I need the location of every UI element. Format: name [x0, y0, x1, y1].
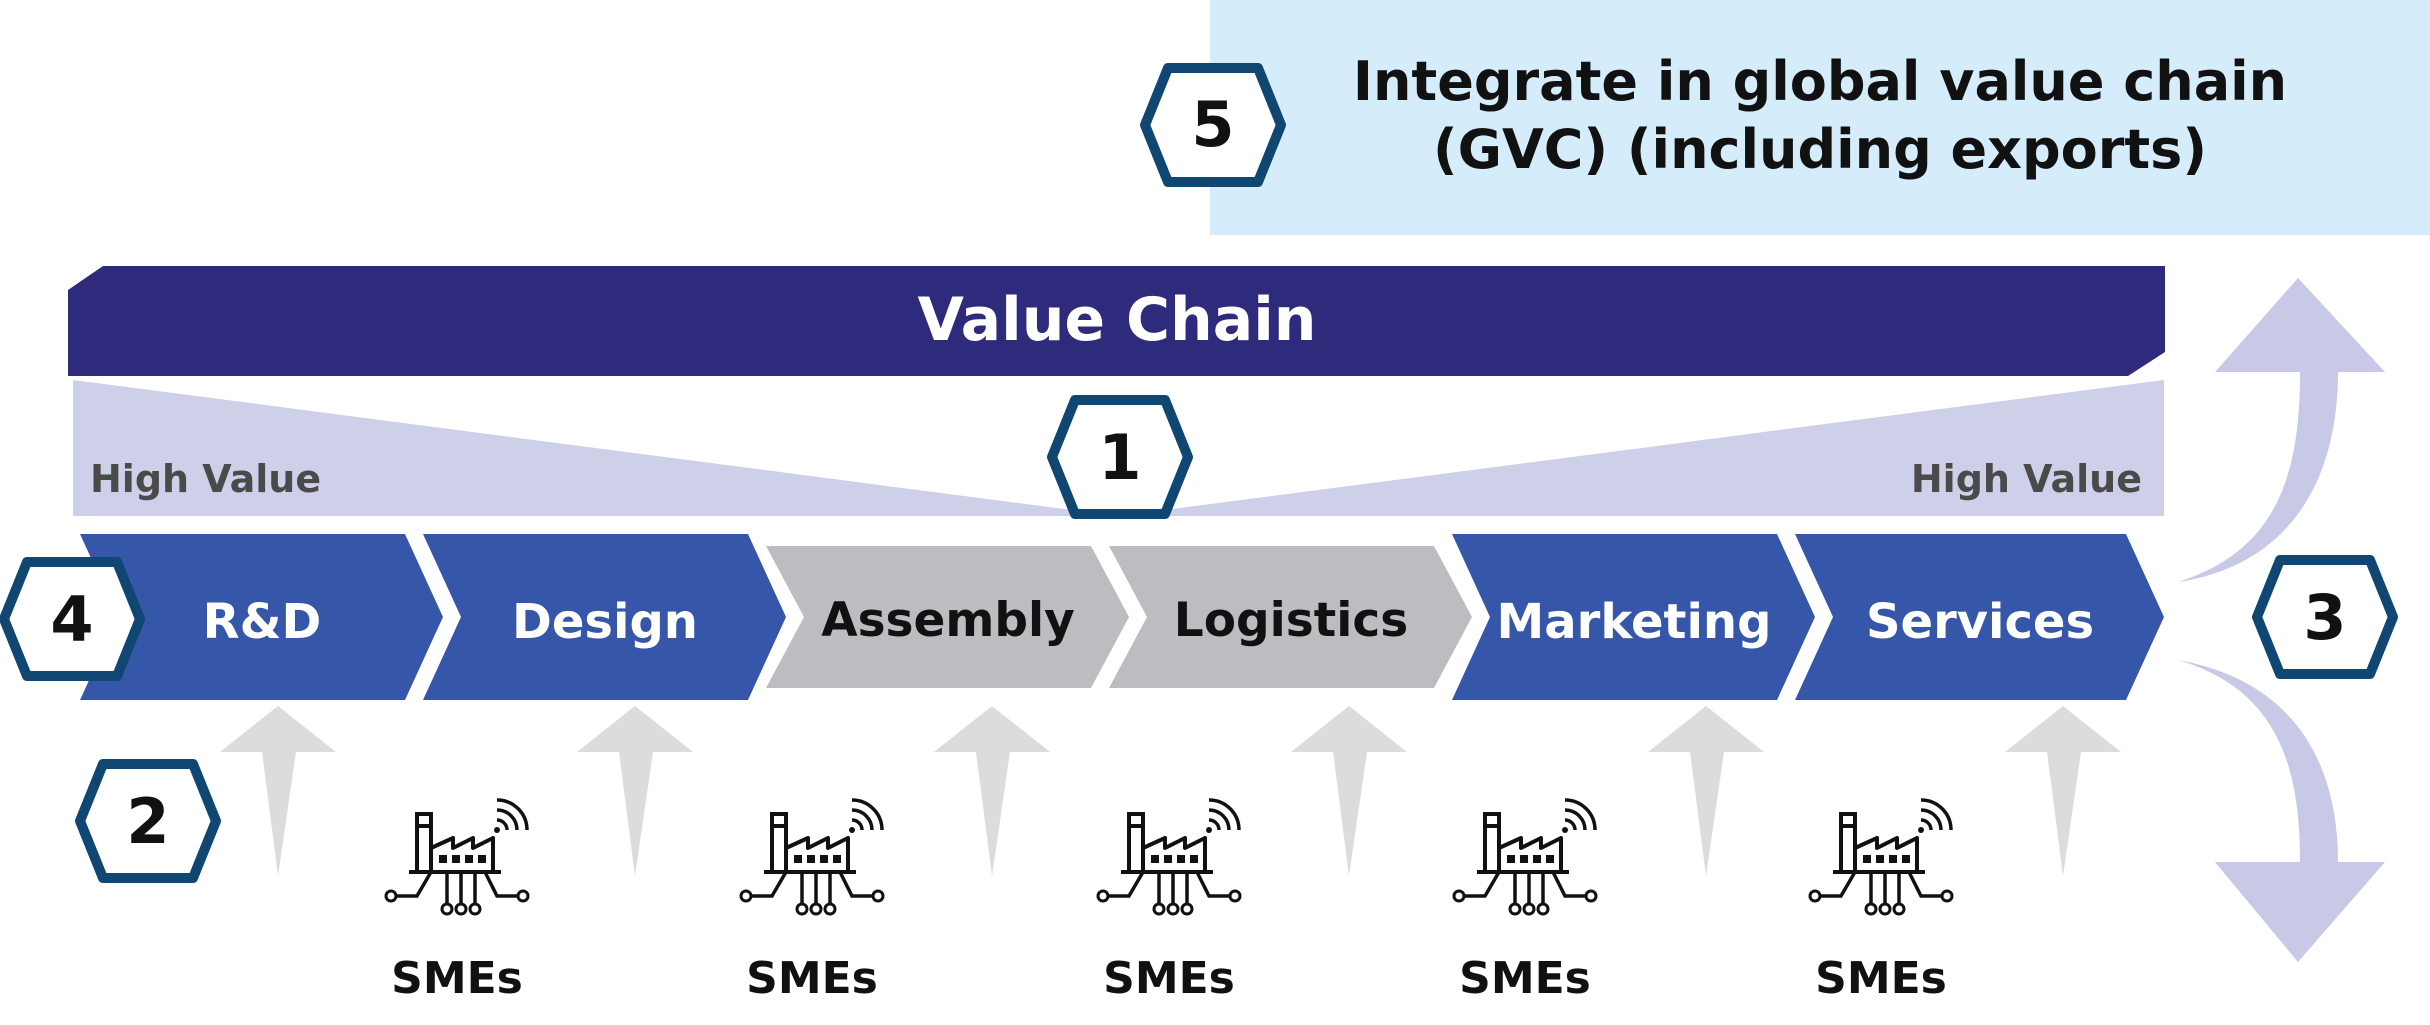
high-value-band: High Value High Value	[73, 380, 2164, 516]
sme-group: SMEs	[739, 798, 885, 1004]
stage-label: R&D	[203, 594, 322, 650]
svg-text:5: 5	[1191, 88, 1234, 161]
stage-marketing: Marketing	[1452, 534, 1815, 700]
stage-label: Design	[512, 594, 698, 650]
gvc-title-line2: (GVC) (including exports)	[1433, 118, 2207, 181]
up-arrow-icon	[577, 706, 693, 876]
value-chain-banner: Value Chain	[68, 266, 2165, 376]
high-value-right-label: High Value	[1911, 457, 2142, 501]
stage-assembly: Assembly	[766, 546, 1129, 688]
sme-label: SMEs	[1103, 953, 1235, 1004]
curved-arrow-icon	[2178, 278, 2385, 582]
sme-group: SMEs	[384, 798, 530, 1004]
stage-label: Logistics	[1174, 593, 1408, 648]
svg-text:2: 2	[126, 785, 169, 858]
stage-rd: R&D	[80, 534, 443, 700]
stage-label: Assembly	[821, 593, 1075, 648]
svg-text:4: 4	[50, 583, 93, 656]
factory-icon	[739, 798, 885, 916]
badge-4: 4	[0, 557, 145, 681]
factory-icon	[1452, 798, 1598, 916]
value-chain-title: Value Chain	[917, 285, 1316, 355]
curved-arrow-icon	[2178, 660, 2385, 962]
up-arrow-icon	[220, 706, 336, 876]
sme-group: SMEs	[1452, 798, 1598, 1004]
stage-label: Marketing	[1497, 594, 1772, 650]
up-arrows	[220, 706, 2121, 876]
stage-chevrons: R&D Design Assembly Logistics Marketing …	[80, 534, 2164, 700]
factory-icon	[1096, 798, 1242, 916]
gvc-title-line1: Integrate in global value chain	[1353, 50, 2287, 113]
svg-text:3: 3	[2303, 581, 2346, 654]
gvc-box: Integrate in global value chain (GVC) (i…	[1210, 0, 2430, 235]
badge-5: 5	[1140, 63, 1286, 187]
badge-3: 3	[2252, 555, 2398, 679]
factory-icon	[384, 798, 530, 916]
factory-icon	[1808, 798, 1954, 916]
sme-label: SMEs	[1815, 953, 1947, 1004]
stage-services: Services	[1795, 534, 2164, 700]
stage-logistics: Logistics	[1109, 546, 1472, 688]
stage-design: Design	[423, 534, 786, 700]
stage-label: Services	[1866, 594, 2094, 650]
badge-1: 1	[1047, 395, 1193, 519]
sme-label: SMEs	[1459, 953, 1591, 1004]
high-value-left-label: High Value	[90, 457, 321, 501]
sme-group: SMEs	[1096, 798, 1242, 1004]
svg-text:1: 1	[1098, 421, 1141, 494]
badge-2: 2	[75, 759, 221, 883]
up-arrow-icon	[1291, 706, 1407, 876]
sme-label: SMEs	[391, 953, 523, 1004]
up-arrow-icon	[1648, 706, 1764, 876]
up-arrow-icon	[934, 706, 1050, 876]
sme-label: SMEs	[746, 953, 878, 1004]
sme-group: SMEs	[1808, 798, 1954, 1004]
up-arrow-icon	[2005, 706, 2121, 876]
